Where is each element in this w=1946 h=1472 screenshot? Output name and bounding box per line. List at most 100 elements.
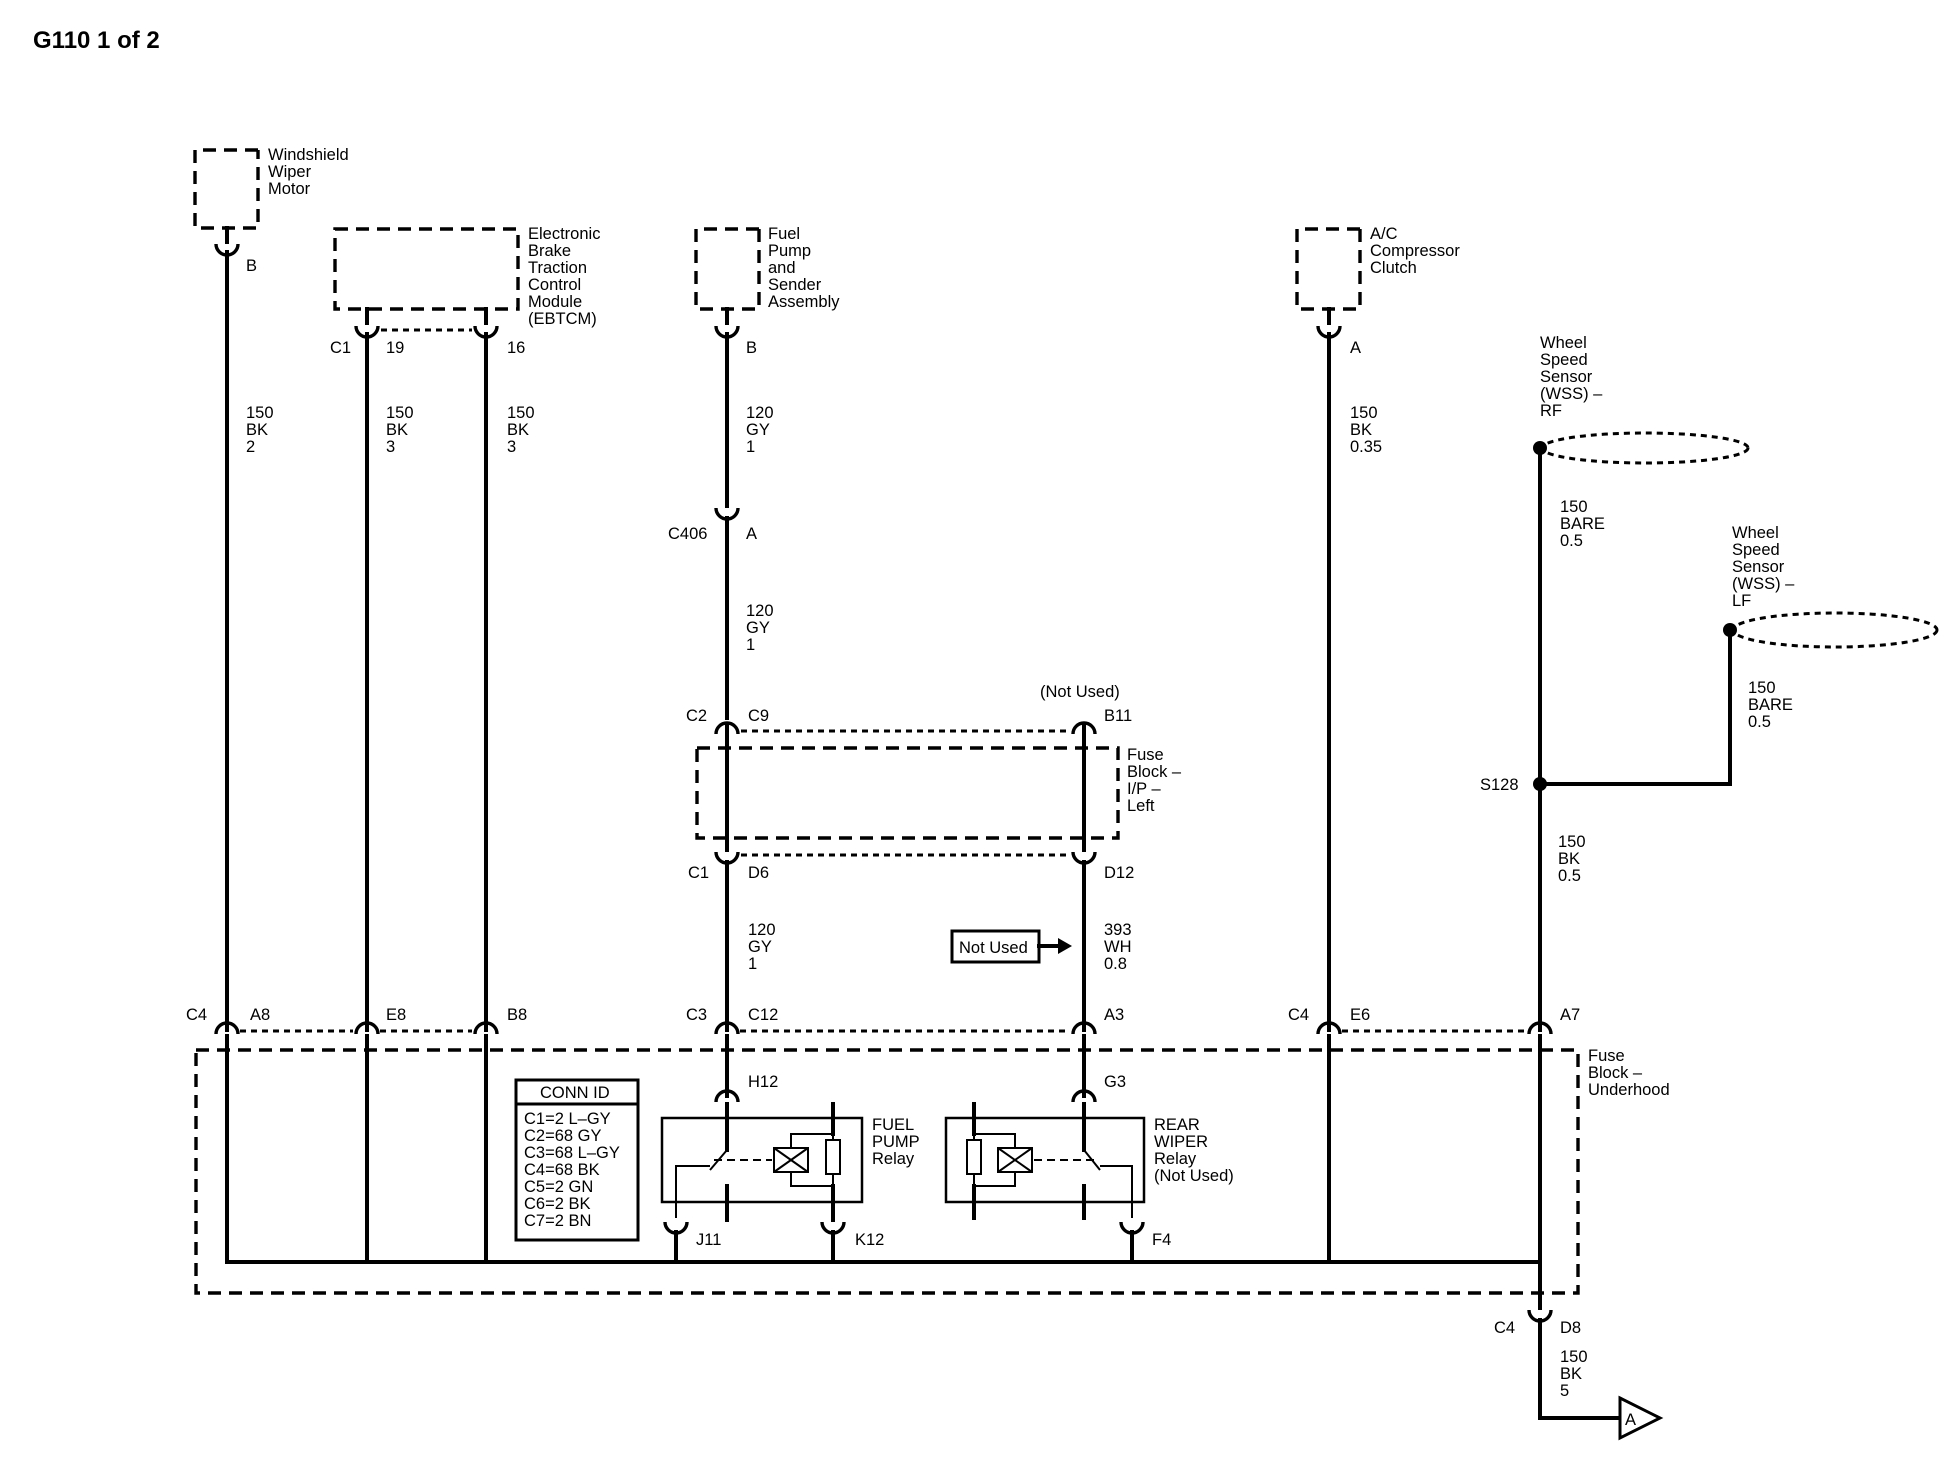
- wss-rf-wire-gauge: 150: [1560, 498, 1588, 516]
- ebtcm-label-1: Electronic: [528, 225, 600, 243]
- fuel-relay-label-1: FUEL: [872, 1116, 914, 1134]
- wiper-pin-b: B: [246, 257, 257, 275]
- ac-wire-gauge: 150: [1350, 404, 1378, 422]
- not-used-box: Not Used: [950, 929, 1072, 964]
- underhood-label-2: Block –: [1588, 1064, 1643, 1082]
- s128-wire-gauge: 150: [1558, 833, 1586, 851]
- ac-label-3: Clutch: [1370, 259, 1417, 277]
- fuel-low-wire-gauge: 120: [748, 921, 776, 939]
- ground-wire-color: BK: [1560, 1365, 1582, 1383]
- ground-pin-d8: D8: [1560, 1319, 1581, 1337]
- fuel-pump-assembly: Fuel Pump and Sender Assembly: [694, 225, 840, 311]
- rear-wiper-relay-label-4: (Not Used): [1154, 1167, 1234, 1185]
- ebtcm-label-2: Brake: [528, 242, 571, 260]
- ebtcm-label-6: (EBTCM): [528, 310, 597, 328]
- underhood-pin-a7: A7: [1560, 1006, 1580, 1024]
- rear-wiper-relay: REAR WIPER Relay (Not Used): [944, 1102, 1234, 1220]
- wheel-speed-sensor-rf: Wheel Speed Sensor (WSS) – RF: [1533, 334, 1750, 465]
- not-used-text: Not Used: [959, 939, 1028, 957]
- ebtcm-label-5: Module: [528, 293, 582, 311]
- underhood-pin-c12: C12: [748, 1006, 778, 1024]
- wss-rf-label-3: Sensor: [1540, 368, 1593, 386]
- fuel-low-wire-circuit: 1: [748, 955, 757, 973]
- s128-wire-circuit: 0.5: [1558, 867, 1581, 885]
- ebtcm-pin-16: 16: [507, 339, 525, 357]
- fuel-relay-label-3: Relay: [872, 1150, 915, 1168]
- s128-wire-color: BK: [1558, 850, 1580, 868]
- ac-wire-color: BK: [1350, 421, 1372, 439]
- fuel-top-wire-circuit: 1: [746, 438, 755, 456]
- a3-wire-color: WH: [1104, 938, 1132, 956]
- underhood-pin-e8: E8: [386, 1006, 406, 1024]
- wss-lf-label-5: LF: [1732, 592, 1751, 610]
- c406-pin-a: A: [746, 525, 757, 543]
- wss-rf-wire-circuit: 0.5: [1560, 532, 1583, 550]
- relay-pin-k12: K12: [855, 1231, 884, 1249]
- diagram-title: G110 1 of 2: [33, 27, 160, 54]
- ground-wire-gauge: 150: [1560, 1348, 1588, 1366]
- wss-lf-label-1: Wheel: [1732, 524, 1779, 542]
- b11-not-used-label: (Not Used): [1040, 683, 1120, 701]
- splice-s128-dot: [1533, 777, 1547, 791]
- ebtcm16-wire-circuit: 3: [507, 438, 516, 456]
- underhood-pin-a8: A8: [250, 1006, 270, 1024]
- fuse-block-ip-label-2: Block –: [1127, 763, 1182, 781]
- underhood-pin-b8: B8: [507, 1006, 527, 1024]
- rear-wiper-relay-label-1: REAR: [1154, 1116, 1200, 1134]
- ground-wire: [1538, 1318, 1622, 1420]
- fuel-pump-label-5: Assembly: [768, 293, 840, 311]
- fuel-pump-label-1: Fuel: [768, 225, 800, 243]
- fuel-pump-relay: FUEL PUMP Relay: [660, 1102, 920, 1222]
- a3-wire-gauge: 393: [1104, 921, 1132, 939]
- wss-rf-label-5: RF: [1540, 402, 1562, 420]
- a3-wire-circuit: 0.8: [1104, 955, 1127, 973]
- ip-connector-c2: C2: [686, 707, 707, 725]
- not-used-arrow-icon: [1058, 938, 1072, 954]
- fuel-low-wire-color: GY: [748, 938, 772, 956]
- rear-wiper-relay-label-2: WIPER: [1154, 1133, 1208, 1151]
- ground-ref-label: A: [1625, 1411, 1636, 1429]
- fuse-block-ip-label-1: Fuse: [1127, 746, 1164, 764]
- conn-id-row: C5=2 GN: [524, 1178, 593, 1196]
- ground-ref-arrow-icon[interactable]: A: [1618, 1395, 1664, 1441]
- fuel-top-wire-color: GY: [746, 421, 770, 439]
- ebtcm19-wire-gauge: 150: [386, 404, 414, 422]
- wss-rf-label-2: Speed: [1540, 351, 1588, 369]
- ip-connector-c1: C1: [688, 864, 709, 882]
- fuse-block-ip-label-3: I/P –: [1127, 780, 1161, 798]
- wss-lf-wire-color: BARE: [1748, 696, 1793, 714]
- underhood-pin-a3: A3: [1104, 1006, 1124, 1024]
- ebtcm-connector-c1: C1: [330, 339, 351, 357]
- ebtcm-pin-19: 19: [386, 339, 404, 357]
- splice-s128-label: S128: [1480, 776, 1519, 794]
- ip-pin-d12: D12: [1104, 864, 1134, 882]
- wheel-speed-sensor-lf: Wheel Speed Sensor (WSS) – LF: [1723, 524, 1939, 649]
- underhood-label-3: Underhood: [1588, 1081, 1670, 1099]
- conn-id-title: CONN ID: [540, 1084, 610, 1102]
- ac-label-1: A/C: [1370, 225, 1398, 243]
- ebtcm19-wire-color: BK: [386, 421, 408, 439]
- conn-id-table: CONN ID C1=2 L–GY C2=68 GY C3=68 L–GY C4…: [514, 1078, 640, 1242]
- conn-id-row: C1=2 L–GY: [524, 1110, 611, 1128]
- wiper-motor-label-3: Motor: [268, 180, 311, 198]
- ebtcm-module: Electronic Brake Traction Control Module…: [333, 225, 600, 328]
- wiper-wire-gauge: 150: [246, 404, 274, 422]
- fuse-block-ip-left: Fuse Block – I/P – Left: [695, 746, 1182, 840]
- fuel-mid-wire-circuit: 1: [746, 636, 755, 654]
- fuel-mid-wire-color: GY: [746, 619, 770, 637]
- relay-pin-f4: F4: [1152, 1231, 1171, 1249]
- underhood-label-1: Fuse: [1588, 1047, 1625, 1065]
- wiper-motor-label-2: Wiper: [268, 163, 312, 181]
- wss-rf-label-1: Wheel: [1540, 334, 1587, 352]
- relay-pin-h12: H12: [748, 1073, 778, 1091]
- conn-id-row: C4=68 BK: [524, 1161, 600, 1179]
- ac-pin-a: A: [1350, 339, 1361, 357]
- ebtcm-label-4: Control: [528, 276, 581, 294]
- rear-wiper-relay-label-3: Relay: [1154, 1150, 1197, 1168]
- fuel-pump-label-2: Pump: [768, 242, 811, 260]
- ebtcm16-wire-gauge: 150: [507, 404, 535, 422]
- wss-lf-label-3: Sensor: [1732, 558, 1785, 576]
- ground-connector-c4: C4: [1494, 1319, 1515, 1337]
- wss-lf-label-4: (WSS) –: [1732, 575, 1795, 593]
